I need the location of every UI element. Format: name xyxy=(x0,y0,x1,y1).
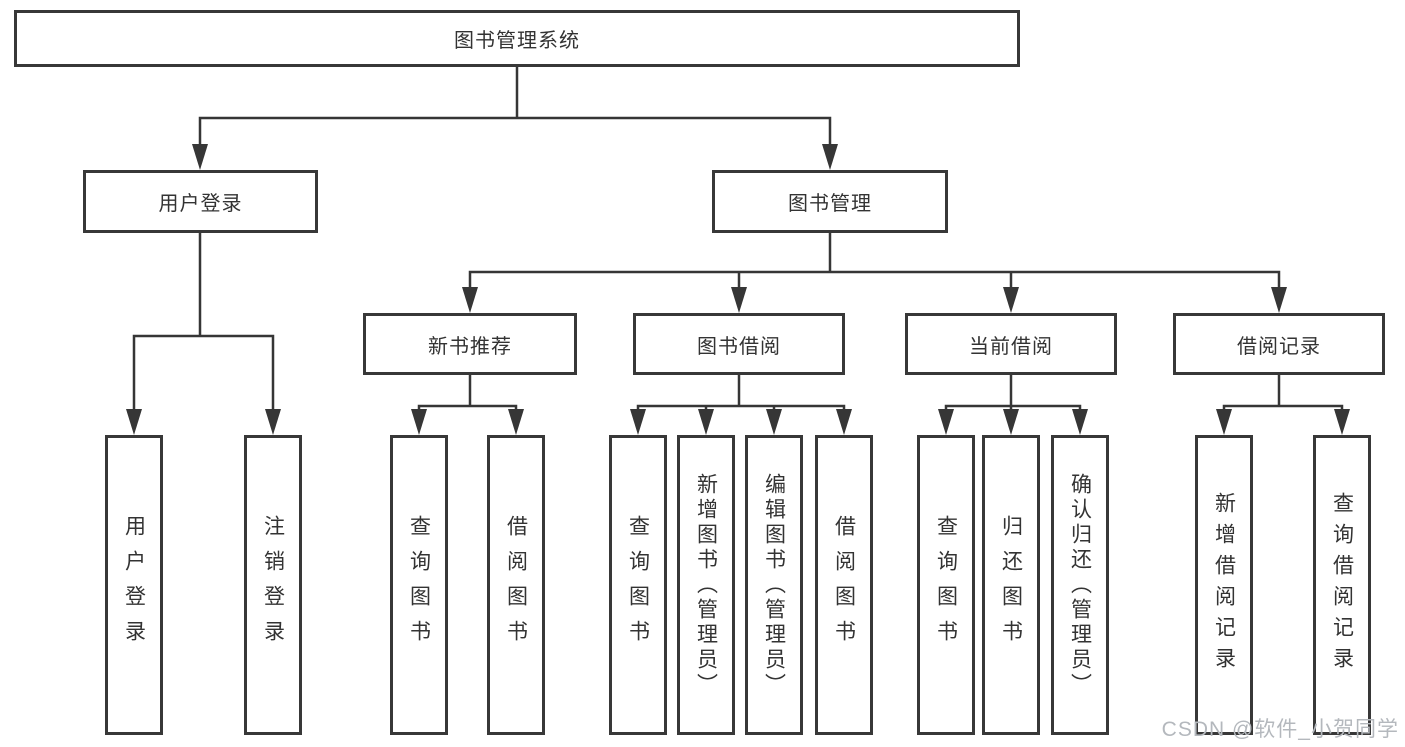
leaf-borrow-books-recommend: 借阅图书 xyxy=(487,435,545,735)
node-borrowing-records: 借阅记录 xyxy=(1173,313,1385,375)
leaf-user-login: 用户登录 xyxy=(105,435,163,735)
leaf-confirm-return-admin: 确认归还（管理员） xyxy=(1051,435,1109,735)
node-book-borrowing: 图书借阅 xyxy=(633,313,845,375)
leaf-query-books-recommend: 查询图书 xyxy=(390,435,448,735)
node-book-management: 图书管理 xyxy=(712,170,948,233)
leaf-query-borrow-record: 查询借阅记录 xyxy=(1313,435,1371,735)
node-current-borrowing: 当前借阅 xyxy=(905,313,1117,375)
leaf-add-borrow-record: 新增借阅记录 xyxy=(1195,435,1253,735)
leaf-add-books-admin: 新增图书（管理员） xyxy=(677,435,735,735)
leaf-borrow-books-borrowing: 借阅图书 xyxy=(815,435,873,735)
watermark: CSDN @软件_小贺同学 xyxy=(1161,718,1399,741)
leaf-query-books-current: 查询图书 xyxy=(917,435,975,735)
leaf-query-books-borrowing: 查询图书 xyxy=(609,435,667,735)
node-new-book-recommend: 新书推荐 xyxy=(363,313,577,375)
leaf-return-books: 归还图书 xyxy=(982,435,1040,735)
leaf-edit-books-admin: 编辑图书（管理员） xyxy=(745,435,803,735)
leaf-logout: 注销登录 xyxy=(244,435,302,735)
node-user-login: 用户登录 xyxy=(83,170,318,233)
node-root: 图书管理系统 xyxy=(14,10,1020,67)
